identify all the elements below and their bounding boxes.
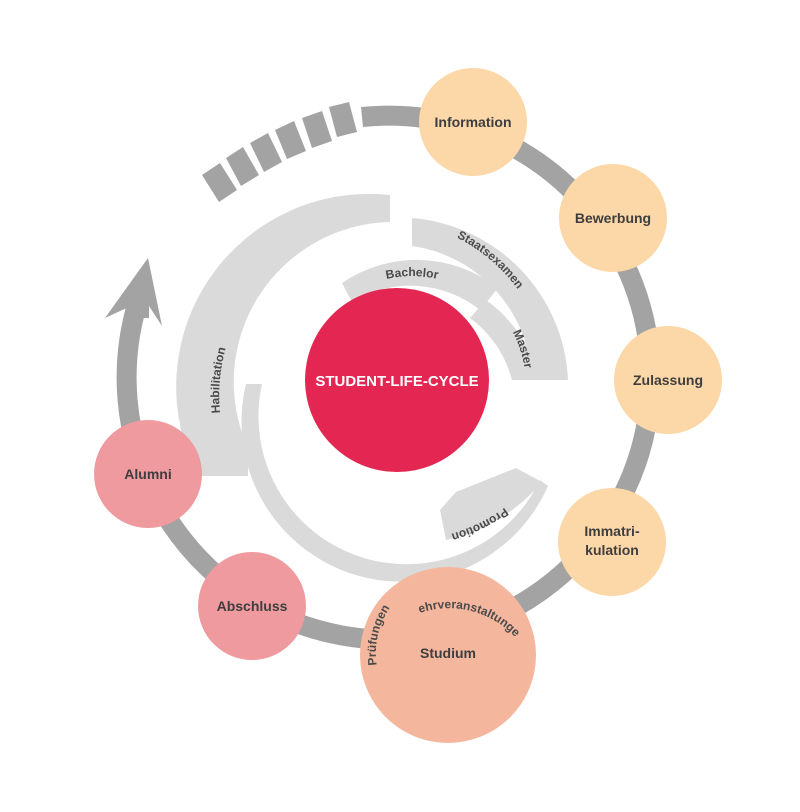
cycle-dash: [329, 102, 357, 137]
stage-zulassung: Zulassung: [614, 326, 722, 434]
stage-information: Information: [419, 68, 527, 176]
master-band: [470, 300, 540, 380]
bachelor-band: [342, 259, 498, 310]
stage-label: Bewerbung: [575, 210, 651, 226]
stage-label: Zulassung: [633, 372, 703, 388]
stage-label: Alumni: [124, 466, 171, 482]
bachelor-label: Bachelor: [384, 265, 440, 282]
stage-circle: [559, 164, 667, 272]
stage-abschluss: Abschluss: [198, 552, 306, 660]
stage-label-line-2: kulation: [585, 542, 639, 558]
cycle-dash: [250, 133, 282, 172]
stage-circle: [419, 68, 527, 176]
stage-label: Information: [435, 114, 512, 130]
promotion-band-right: [440, 468, 542, 540]
cycle-dashes: [202, 102, 357, 202]
cycle-dash: [202, 163, 237, 202]
center-circle: [305, 288, 489, 472]
cycle-dash: [275, 121, 306, 159]
staatsexamen-band: [412, 218, 568, 380]
stage-label: Abschluss: [217, 598, 288, 614]
cycle-dash: [226, 147, 259, 186]
stage-label-line-1: Immatri-: [584, 523, 640, 539]
stage-circle: [614, 326, 722, 434]
center-label: STUDENT-LIFE-CYCLE: [315, 373, 478, 390]
stage-label: Studium: [420, 645, 476, 661]
habilitation-band: [176, 193, 390, 476]
cycle-arrow-icon: [105, 258, 162, 326]
stage-circle: [558, 488, 666, 596]
stage-circle: [360, 567, 536, 743]
stage-alumni: Alumni: [94, 420, 202, 528]
degree-bands: [176, 193, 568, 582]
stage-circle: [198, 552, 306, 660]
stage-bewerbung: Bewerbung: [559, 164, 667, 272]
stage-circle: [94, 420, 202, 528]
cycle-dash: [302, 111, 332, 148]
stage-immatrikulation: Immatri- kulation: [558, 488, 666, 596]
